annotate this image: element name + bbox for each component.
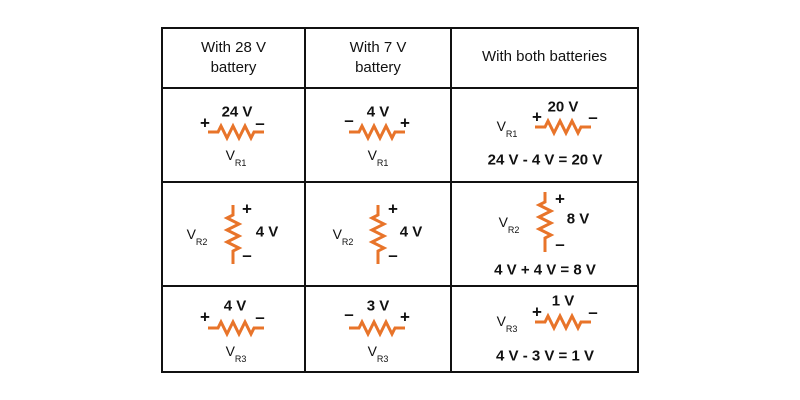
voltage-equation: 4 V - 3 V = 1 V	[496, 347, 594, 365]
polarity-left: +	[532, 107, 542, 127]
polarity-bottom: –	[242, 245, 252, 265]
resistor-r1-col3	[535, 117, 591, 137]
resistor-r3-col1	[208, 318, 264, 338]
resistor-label: VR2	[498, 214, 520, 235]
voltage-value: 4 V	[255, 223, 279, 241]
voltage-value: 8 V	[566, 210, 590, 228]
resistor-label: VR1	[496, 118, 518, 139]
voltage-value: 24 V	[221, 103, 253, 121]
polarity-left: –	[344, 110, 354, 130]
resistor-r1-col2	[349, 122, 405, 142]
polarity-right: –	[255, 113, 265, 133]
header-both: With both batteries	[481, 48, 608, 65]
resistor-label: VR3	[367, 343, 389, 364]
header-28v: With 28 V battery	[200, 39, 267, 76]
voltage-value: 4 V	[366, 103, 390, 121]
voltage-value: 4 V	[223, 297, 247, 315]
polarity-top: +	[388, 199, 398, 219]
voltage-value: 4 V	[399, 223, 423, 241]
polarity-top: +	[242, 199, 252, 219]
polarity-right: +	[400, 113, 410, 133]
voltage-equation: 24 V - 4 V = 20 V	[487, 151, 603, 169]
resistor-label: VR3	[496, 313, 518, 334]
resistor-r2-col2	[368, 205, 388, 264]
resistor-label: VR2	[332, 226, 354, 247]
resistor-r3-col3	[535, 312, 591, 332]
resistor-label: VR1	[225, 147, 247, 168]
polarity-left: +	[532, 302, 542, 322]
polarity-left: +	[200, 113, 210, 133]
polarity-right: –	[255, 307, 265, 327]
resistor-r2-col1	[223, 205, 243, 264]
polarity-right: +	[400, 307, 410, 327]
polarity-top: +	[555, 189, 565, 209]
polarity-right: –	[588, 302, 598, 322]
polarity-bottom: –	[555, 234, 565, 254]
resistor-label: VR3	[225, 343, 247, 364]
voltage-value: 1 V	[551, 292, 575, 310]
resistor-label: VR2	[186, 226, 208, 247]
resistor-r1-col1	[208, 122, 264, 142]
resistor-label: VR1	[367, 147, 389, 168]
polarity-bottom: –	[388, 245, 398, 265]
polarity-right: –	[588, 107, 598, 127]
voltage-equation: 4 V + 4 V = 8 V	[494, 261, 596, 279]
table-grid	[161, 27, 639, 373]
resistor-r3-col2	[349, 318, 405, 338]
voltage-value: 20 V	[547, 98, 579, 116]
voltage-value: 3 V	[366, 297, 390, 315]
header-7v: With 7 V battery	[349, 39, 407, 76]
polarity-left: +	[200, 307, 210, 327]
polarity-left: –	[344, 304, 354, 324]
resistor-r2-col3	[535, 192, 555, 252]
